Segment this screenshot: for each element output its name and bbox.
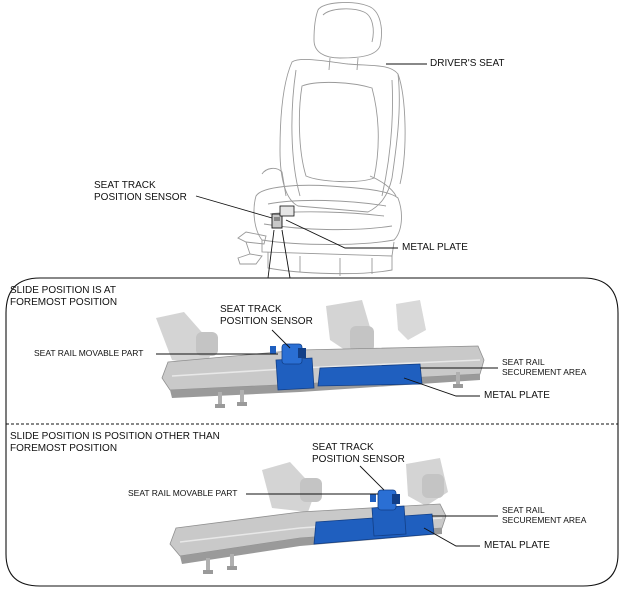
panel2-leader-lines bbox=[246, 465, 498, 547]
top-leader-lines bbox=[195, 63, 427, 249]
panel1-label-sensor-line1: SEAT TRACK bbox=[220, 304, 282, 315]
label-drivers-seat: DRIVER'S SEAT bbox=[430, 58, 505, 69]
panel1-label-sensor: SEAT TRACK POSITION SENSOR bbox=[220, 304, 313, 327]
driver-seat-drawing bbox=[237, 2, 406, 276]
panel2-label-sensor-line1: SEAT TRACK bbox=[312, 442, 374, 453]
panel2-heading-line1: SLIDE POSITION IS POSITION OTHER THAN bbox=[10, 431, 220, 442]
panel1-label-movable-part: SEAT RAIL MOVABLE PART bbox=[34, 348, 144, 358]
label-top-sensor-line1: SEAT TRACK bbox=[94, 180, 156, 191]
panel2-label-securement-line2: SECUREMENT AREA bbox=[502, 514, 587, 525]
panel2-heading-line2: FOREMOST POSITION bbox=[10, 442, 118, 454]
panel1-heading: SLIDE POSITION IS AT FOREMOST POSITION bbox=[10, 285, 117, 308]
label-top-sensor: SEAT TRACK POSITION SENSOR bbox=[94, 180, 187, 203]
callout-lines bbox=[267, 229, 291, 279]
panel2-label-metal-plate: METAL PLATE bbox=[484, 540, 550, 551]
panel2-label-movable-part: SEAT RAIL MOVABLE PART bbox=[128, 488, 238, 498]
rail-assembly-foremost bbox=[156, 300, 485, 408]
panel1-label-securement-line2: SECUREMENT AREA bbox=[502, 366, 587, 377]
panel2-label-sensor-line2: POSITION SENSOR bbox=[312, 453, 405, 465]
panel1-heading-line1: SLIDE POSITION IS AT bbox=[10, 285, 116, 296]
detail-panel bbox=[5, 277, 619, 587]
panel1-leader-lines bbox=[156, 329, 498, 397]
panel1-label-securement-line1: SEAT RAIL bbox=[502, 357, 545, 367]
panel1-label-metal-plate: METAL PLATE bbox=[484, 390, 550, 401]
rail-assembly-other bbox=[169, 458, 448, 574]
label-top-metal-plate: METAL PLATE bbox=[402, 242, 468, 253]
panel1-label-securement: SEAT RAIL SECUREMENT AREA bbox=[502, 357, 587, 378]
panel1-label-sensor-line2: POSITION SENSOR bbox=[220, 315, 313, 327]
panel2-label-sensor: SEAT TRACK POSITION SENSOR bbox=[312, 442, 405, 465]
panel2-label-securement-line1: SEAT RAIL bbox=[502, 505, 545, 515]
panel1-heading-line2: FOREMOST POSITION bbox=[10, 296, 118, 308]
panel2-heading: SLIDE POSITION IS POSITION OTHER THAN FO… bbox=[10, 431, 220, 454]
label-top-sensor-line2: POSITION SENSOR bbox=[94, 191, 187, 203]
seat-track-sensor-small bbox=[271, 205, 295, 229]
panel2-label-securement: SEAT RAIL SECUREMENT AREA bbox=[502, 505, 587, 526]
